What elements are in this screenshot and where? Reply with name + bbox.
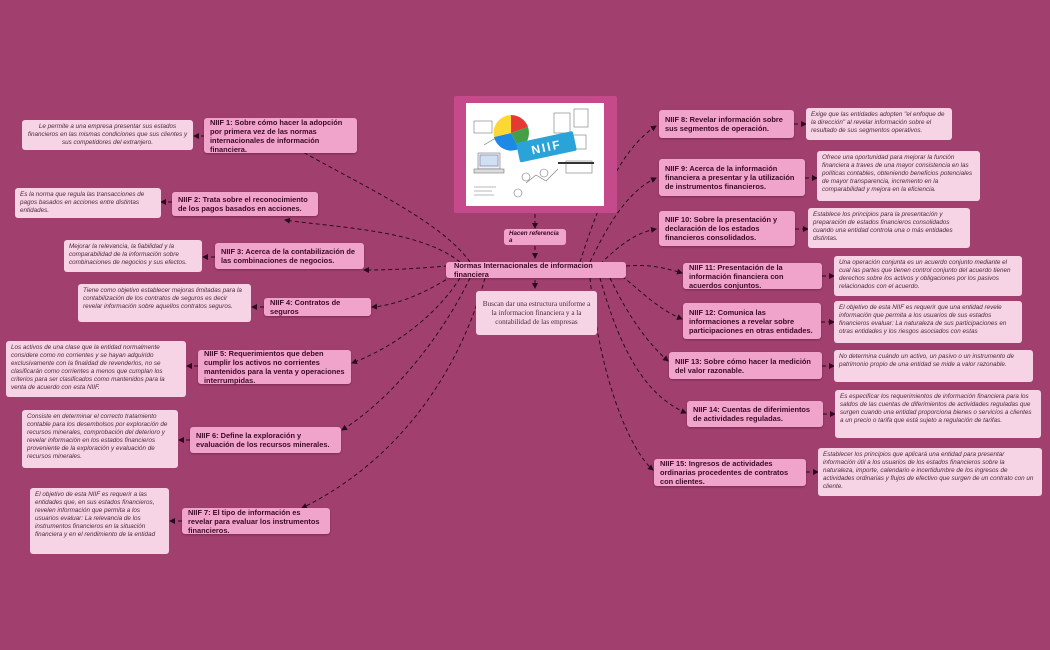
- note-niif-11: Una operación conjunta es un acuerdo con…: [834, 256, 1022, 296]
- note-niif-10: Establece los principios para la present…: [808, 208, 970, 248]
- connector-niif6: [341, 277, 471, 431]
- branch-niif-15[interactable]: NIIF 15: Ingresos de actividades ordinar…: [654, 459, 806, 486]
- branch-niif-2[interactable]: NIIF 2: Trata sobre el reconocimiento de…: [172, 192, 318, 216]
- branch-niif-4[interactable]: NIIF 4: Contratos de seguros: [264, 298, 371, 316]
- branch-niif-14[interactable]: NIIF 14: Cuentas de diferimientos de act…: [687, 401, 823, 427]
- connector-niif13: [609, 277, 669, 362]
- branch-niif-5[interactable]: NIIF 5: Requerimientos que deben cumplir…: [198, 349, 351, 385]
- connector-niif9: [589, 177, 657, 263]
- reference-label: Hacen referencia a: [504, 229, 566, 245]
- branch-niif-11[interactable]: NIIF 11: Presentación de la información …: [683, 263, 822, 290]
- branch-niif-13[interactable]: NIIF 13: Sobre cómo hacer la medición de…: [669, 352, 822, 379]
- niif-illustration: NIIF: [466, 103, 604, 206]
- connector-niif4: [371, 275, 453, 310]
- note-niif-13: No determina cuándo un activo, un pasivo…: [834, 350, 1033, 382]
- note-niif-3: Mejorar la relevancia, la fiabilidad y l…: [64, 240, 202, 272]
- branch-niif-12[interactable]: NIIF 12: Comunica las informaciones a re…: [683, 303, 821, 339]
- note-niif-1: Le permite a una empresa presentar sus e…: [22, 120, 193, 150]
- connector-niif3: [363, 265, 449, 273]
- central-image-frame: NIIF: [454, 96, 617, 213]
- connector-niif15: [589, 277, 654, 471]
- branch-niif-6[interactable]: NIIF 6: Define la exploración y evaluaci…: [190, 427, 341, 453]
- note-niif-14: Es especificar los requerimientos de inf…: [835, 390, 1041, 438]
- branch-niif-3[interactable]: NIIF 3: Acerca de la contabilización de …: [215, 243, 364, 269]
- note-niif-8: Exige que las entidades adopten "el enfo…: [806, 108, 952, 140]
- connector-niif8: [579, 125, 657, 263]
- central-topic[interactable]: Normas Internacionales de informacion fi…: [446, 261, 626, 279]
- note-niif-12: El objetivo de esta NIIF es requerir que…: [834, 301, 1022, 343]
- note-niif-6: Consiste en determinar el correcto trata…: [22, 410, 178, 468]
- connector-niif14: [599, 277, 687, 414]
- note-niif-5: Los activos de una clase que la entidad …: [6, 341, 186, 397]
- note-niif-2: Es la norma que regula las transacciones…: [15, 188, 161, 218]
- connector-niif10: [599, 226, 657, 265]
- connector-niif11: [625, 265, 683, 275]
- branch-niif-8[interactable]: NIIF 8: Revelar información sobre sus se…: [659, 110, 794, 138]
- branch-niif-9[interactable]: NIIF 9: Acerca de la información financi…: [659, 159, 805, 196]
- branch-niif-7[interactable]: NIIF 7: El tipo de información es revela…: [182, 508, 330, 535]
- connector-niif7: [301, 277, 486, 509]
- connector-niif5: [351, 277, 461, 365]
- branch-niif-1[interactable]: NIIF 1: Sobre cómo hacer la adopción por…: [204, 118, 357, 154]
- note-niif-7: El objetivo de esta NIIF es requerir a l…: [30, 488, 169, 554]
- connector-niif2: [284, 217, 461, 263]
- note-niif-9: Ofrece una oportunidad para mejorar la f…: [817, 151, 980, 201]
- note-niif-15: Establecer los principios que aplicará u…: [818, 448, 1042, 496]
- note-niif-4: Tiene como objetivo establecer mejoras l…: [78, 284, 251, 322]
- branch-niif-10[interactable]: NIIF 10: Sobre la presentación y declara…: [659, 211, 795, 246]
- connector-niif12: [621, 275, 683, 320]
- niif-badge-text: NIIF: [530, 137, 563, 157]
- central-purpose-note: Buscan dar una estructura uniforme a la …: [476, 291, 597, 335]
- niif-clipart-icon: NIIF: [473, 108, 594, 198]
